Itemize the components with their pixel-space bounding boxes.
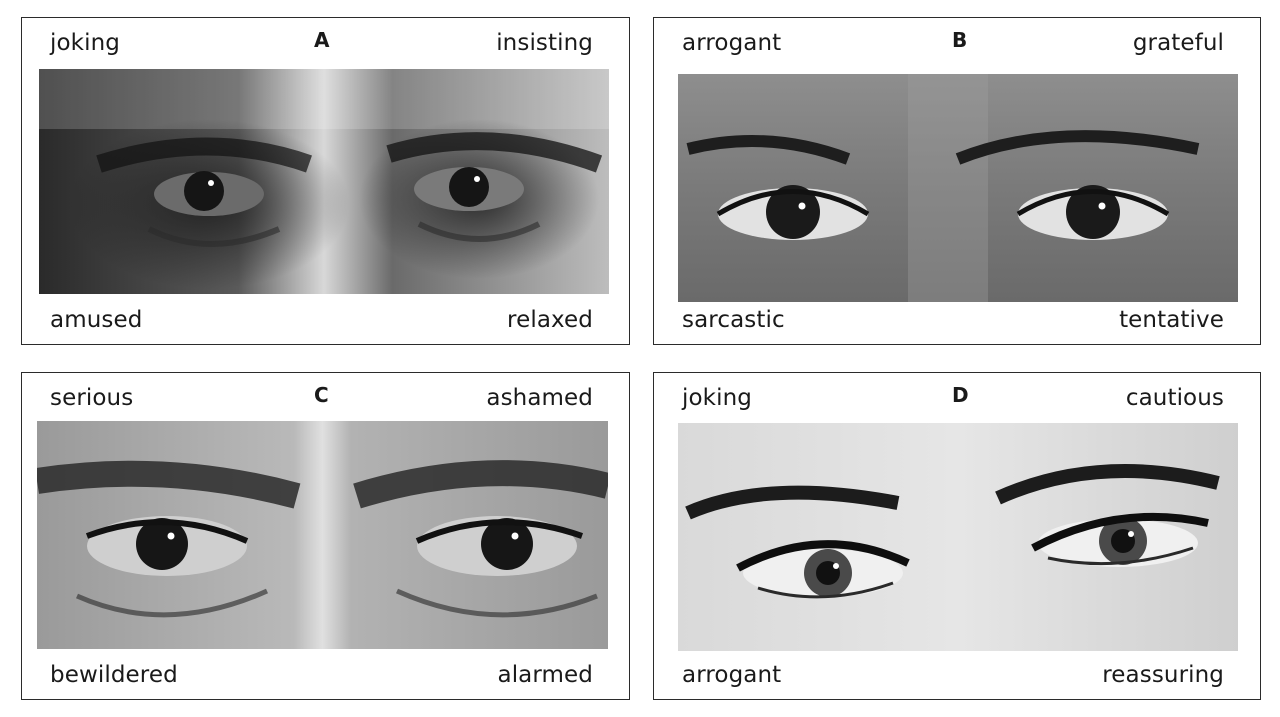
panel-d: joking D cautious [653,372,1261,700]
choice-top-right: ashamed [486,385,593,411]
choice-top-left: arrogant [682,30,782,56]
choice-top-left: serious [50,385,134,411]
choice-bottom-left: bewildered [50,662,178,688]
panel-letter: C [314,383,329,407]
panel-b: arrogant B grateful sarcastic [653,17,1261,345]
choice-bottom-right: relaxed [507,307,593,333]
eyes-photo [678,74,1238,302]
panel-letter: B [952,28,968,52]
panel-c: serious C ashamed [21,372,630,700]
eyes-photo [678,423,1238,651]
choice-top-right: cautious [1125,385,1224,411]
choice-bottom-right: reassuring [1102,662,1224,688]
panel-letter: A [314,28,330,52]
eyes-photo [39,69,609,294]
choice-bottom-left: sarcastic [682,307,785,333]
choice-bottom-left: arrogant [682,662,782,688]
panel-a: joking A insisting [21,17,630,345]
panel-letter: D [952,383,969,407]
choice-bottom-right: tentative [1119,307,1224,333]
eyes-photo [37,421,608,649]
choice-top-left: joking [50,30,120,56]
choice-bottom-left: amused [50,307,143,333]
choice-bottom-right: alarmed [497,662,593,688]
choice-top-right: insisting [496,30,593,56]
choice-top-right: grateful [1132,30,1224,56]
choice-top-left: joking [682,385,752,411]
